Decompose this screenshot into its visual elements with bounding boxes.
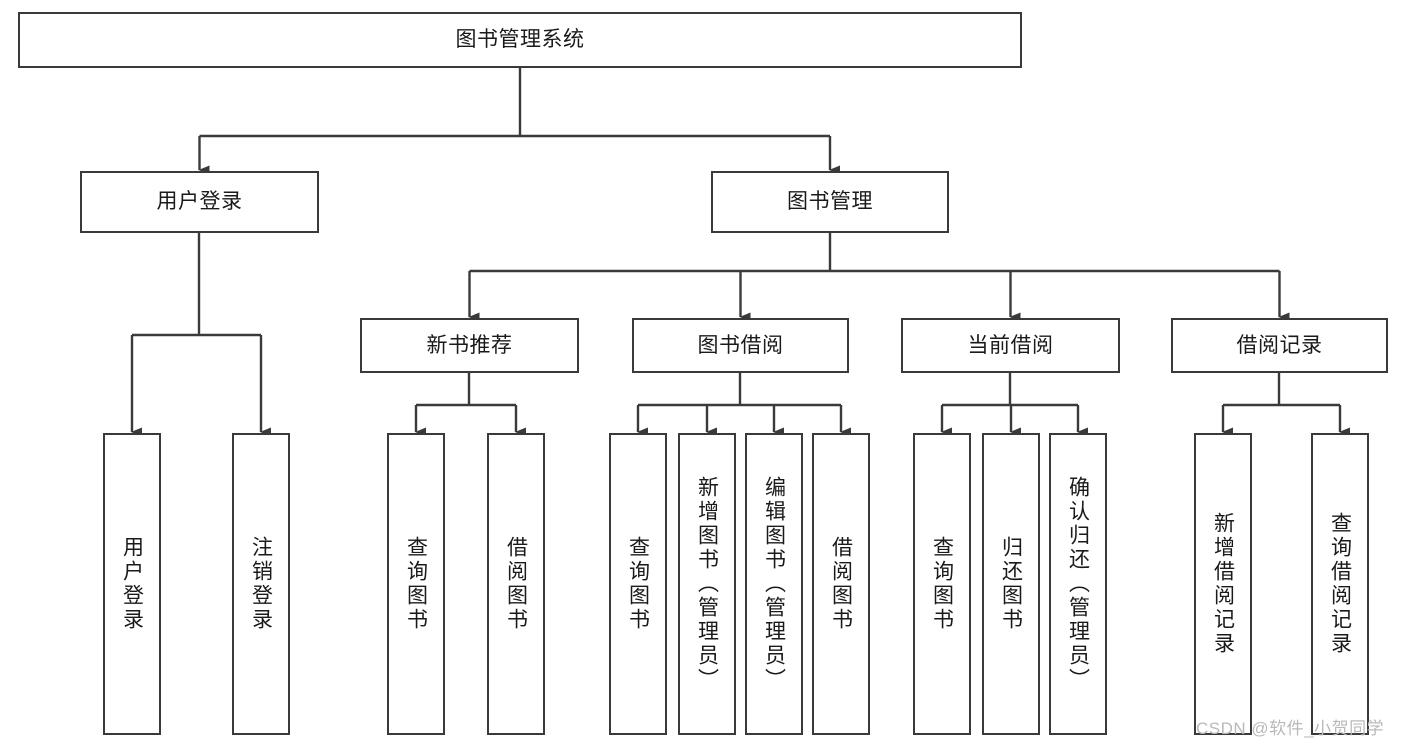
- node-l-query2[interactable]: 查询图书: [609, 433, 667, 735]
- node-label: 图书借阅: [697, 333, 784, 357]
- node-label: 注销登录: [249, 536, 273, 632]
- node-l-query3[interactable]: 查询图书: [913, 433, 971, 735]
- node-label: 借阅图书: [829, 536, 853, 632]
- node-label: 图书管理: [787, 190, 873, 214]
- node-label: 查询图书: [930, 536, 954, 632]
- node-label: 查询图书: [404, 536, 428, 632]
- node-label: 借阅图书: [504, 536, 528, 632]
- node-l-addrec[interactable]: 新增借阅记录: [1194, 433, 1252, 735]
- node-l-login[interactable]: 用户登录: [103, 433, 161, 735]
- node-l-add[interactable]: 新增图书（管理员）: [678, 433, 736, 735]
- node-l-query1[interactable]: 查询图书: [387, 433, 445, 735]
- node-bookmgmt[interactable]: 图书管理: [711, 171, 949, 233]
- node-l-edit[interactable]: 编辑图书（管理员）: [745, 433, 803, 735]
- connector-lines: [130, 68, 1350, 437]
- node-l-borrow1[interactable]: 借阅图书: [487, 433, 545, 735]
- node-label: 确认归还（管理员）: [1066, 476, 1090, 692]
- node-label: 查询借阅记录: [1328, 512, 1352, 656]
- node-label: 图书管理系统: [455, 28, 585, 52]
- node-label: 用户登录: [156, 190, 243, 214]
- node-label: 新增图书（管理员）: [695, 476, 719, 692]
- node-label: 新增借阅记录: [1211, 512, 1235, 656]
- node-label: 借阅记录: [1236, 333, 1323, 357]
- node-label: 查询图书: [626, 536, 650, 632]
- node-label: 归还图书: [999, 536, 1023, 632]
- node-borrow[interactable]: 图书借阅: [632, 318, 849, 373]
- node-current[interactable]: 当前借阅: [901, 318, 1120, 373]
- node-l-logout[interactable]: 注销登录: [232, 433, 290, 735]
- node-l-borrow2[interactable]: 借阅图书: [812, 433, 870, 735]
- node-label: 当前借阅: [967, 333, 1054, 357]
- node-label: 新书推荐: [426, 333, 513, 357]
- node-l-confirm[interactable]: 确认归还（管理员）: [1049, 433, 1107, 735]
- node-records[interactable]: 借阅记录: [1171, 318, 1388, 373]
- node-l-queryrec[interactable]: 查询借阅记录: [1311, 433, 1369, 735]
- csdn-watermark: CSDN @软件_小贺同学: [1196, 719, 1385, 738]
- node-label: 编辑图书（管理员）: [762, 476, 786, 692]
- node-root[interactable]: 图书管理系统: [18, 12, 1022, 68]
- node-label: 用户登录: [120, 536, 144, 632]
- node-login[interactable]: 用户登录: [80, 171, 319, 233]
- node-l-return[interactable]: 归还图书: [982, 433, 1040, 735]
- node-newbook[interactable]: 新书推荐: [360, 318, 579, 373]
